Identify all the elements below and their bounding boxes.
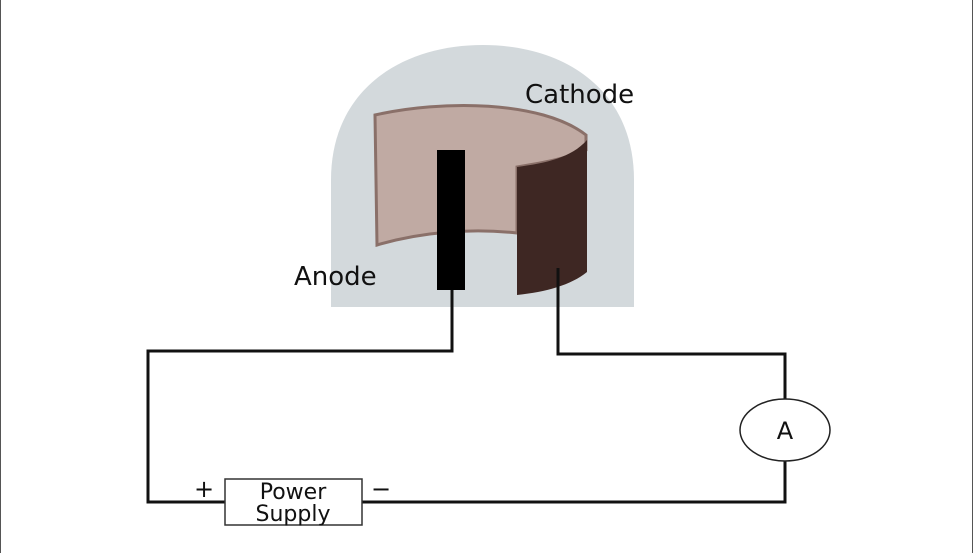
anode bbox=[437, 150, 465, 290]
ammeter bbox=[739, 398, 831, 462]
power-supply-label-line2: Supply bbox=[256, 502, 331, 527]
power-supply bbox=[224, 478, 363, 526]
negative-terminal-label: − bbox=[371, 475, 391, 503]
anode-label: Anode bbox=[294, 262, 377, 292]
cathode-label: Cathode bbox=[525, 80, 634, 110]
positive-terminal-label: + bbox=[194, 475, 214, 503]
circuit-wires bbox=[146, 268, 787, 504]
cathode-outer-surface bbox=[517, 140, 587, 295]
power-supply-label-line1: Power bbox=[260, 480, 327, 505]
ammeter-label: A bbox=[777, 417, 794, 445]
